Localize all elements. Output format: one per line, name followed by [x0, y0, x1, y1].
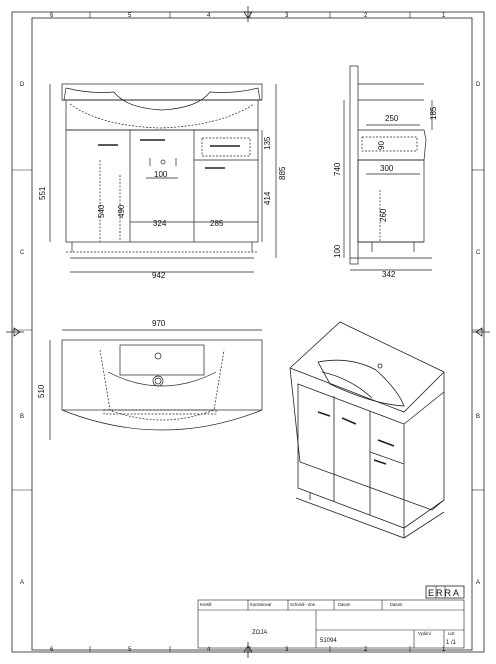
border-letters-left: D C B A: [20, 82, 25, 586]
right-letter: C: [476, 250, 481, 256]
top-number: 1: [442, 13, 446, 19]
dim-342: 342: [382, 270, 396, 279]
bottom-number: 4: [207, 647, 211, 653]
left-letter: B: [20, 414, 24, 420]
dim-942: 942: [152, 271, 166, 280]
dim-510: 510: [37, 384, 46, 398]
right-letter: D: [476, 82, 481, 88]
dim-250: 250: [385, 114, 399, 123]
dim-540: 540: [97, 204, 106, 218]
right-letter: B: [476, 414, 480, 420]
bottom-number: 2: [364, 647, 368, 653]
dim-185: 185: [429, 106, 438, 120]
top-number: 6: [50, 13, 54, 19]
dim-551: 551: [38, 186, 47, 200]
tb-name: ZOJA: [252, 630, 267, 636]
bottom-number: 1: [442, 647, 446, 653]
left-letter: A: [20, 580, 24, 586]
bottom-number: 5: [128, 647, 132, 653]
tb-header-date: Datum: [338, 602, 351, 607]
left-letter: D: [20, 82, 25, 88]
top-number: 3: [285, 13, 289, 19]
dim-260: 260: [379, 208, 388, 222]
dim-285: 285: [210, 219, 224, 228]
top-number: 4: [207, 13, 211, 19]
dim-300: 300: [380, 164, 394, 173]
border-numbers-bottom: 6 5 4 3 2 1: [50, 647, 446, 653]
border-letters-right: D C B A: [476, 82, 481, 586]
dim-100: 100: [154, 170, 168, 179]
grid-ticks: [12, 12, 484, 652]
dim-90: 90: [377, 141, 386, 150]
dim-740: 740: [333, 162, 342, 176]
top-number: 5: [128, 13, 132, 19]
logo-text: ERRA: [428, 588, 461, 598]
dim-324: 324: [153, 219, 167, 228]
top-view: [49, 329, 263, 440]
top-number: 2: [364, 13, 368, 19]
dim-970: 970: [152, 319, 166, 328]
front-view: [49, 83, 277, 273]
title-block: [197, 599, 465, 649]
tb-header-approved: Schválil - dne: [290, 602, 316, 607]
tb-header-drawn: Kreslil: [200, 602, 211, 607]
outer-frame: [11, 11, 485, 653]
tb-sheet-label: Vydání: [418, 631, 432, 636]
dim-885: 885: [278, 166, 287, 180]
isometric-view: [289, 321, 445, 539]
right-letter: A: [476, 580, 480, 586]
tb-list-label: List: [448, 631, 455, 636]
left-letter: C: [20, 250, 25, 256]
brand-logo: ERRA: [425, 585, 465, 599]
tb-header-date-2: Datum: [390, 602, 403, 607]
center-marks: [6, 6, 490, 658]
bottom-number: 6: [50, 647, 54, 653]
border-numbers-top: 6 5 4 3 2 1: [50, 13, 446, 19]
bottom-number: 3: [285, 647, 289, 653]
dim-100-side: 100: [333, 244, 342, 258]
inner-frame: [31, 17, 473, 651]
tb-header-checked: Kontroloval: [250, 602, 271, 607]
dim-490: 490: [117, 204, 126, 218]
dim-135: 135: [263, 136, 272, 150]
side-view: [343, 65, 433, 271]
dim-414: 414: [263, 191, 272, 205]
tb-code: 51094: [320, 638, 337, 644]
tb-list-value: 1 /1: [446, 640, 457, 646]
